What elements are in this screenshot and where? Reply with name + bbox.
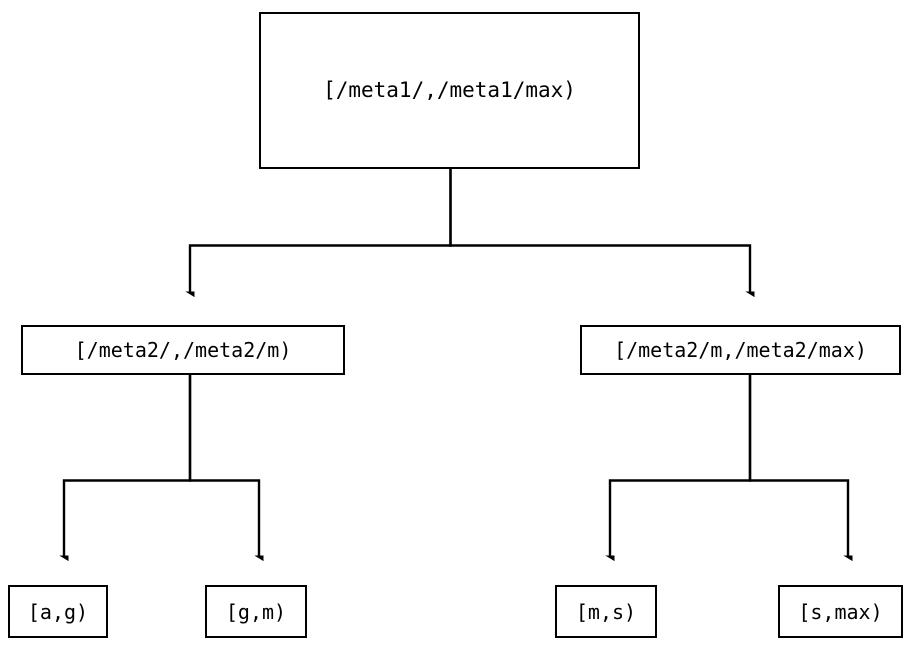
tree-node-leaf-ms[interactable]: [m,s)	[555, 585, 657, 638]
tree-node-root-label: [/meta1/,/meta1/max)	[323, 78, 576, 102]
edge-mid-right-to-leaf-ms	[610, 375, 752, 556]
edge-mid-left-to-leaf-gm	[188, 375, 259, 556]
tree-node-leaf-ag-label: [a,g)	[27, 599, 89, 624]
edge-mid-right-to-leaf-smax	[748, 375, 848, 556]
edge-root-to-mid-left	[190, 169, 452, 292]
tree-node-mid-left[interactable]: [/meta2/,/meta2/m)	[21, 325, 345, 375]
edge-root-to-mid-right	[449, 169, 751, 292]
tree-node-leaf-ms-label: [m,s)	[575, 599, 637, 624]
tree-node-leaf-gm[interactable]: [g,m)	[205, 585, 307, 638]
tree-node-root[interactable]: [/meta1/,/meta1/max)	[259, 12, 640, 169]
tree-node-leaf-smax-label: [s,max)	[798, 599, 883, 624]
tree-node-leaf-ag[interactable]: [a,g)	[8, 585, 108, 638]
tree-node-mid-right[interactable]: [/meta2/m,/meta2/max)	[580, 325, 901, 375]
tree-node-mid-right-label: [/meta2/m,/meta2/max)	[614, 338, 867, 362]
tree-node-leaf-gm-label: [g,m)	[225, 599, 287, 624]
tree-node-mid-left-label: [/meta2/,/meta2/m)	[74, 338, 292, 362]
tree-node-leaf-smax[interactable]: [s,max)	[778, 585, 903, 638]
edge-mid-left-to-leaf-ag	[64, 375, 192, 556]
